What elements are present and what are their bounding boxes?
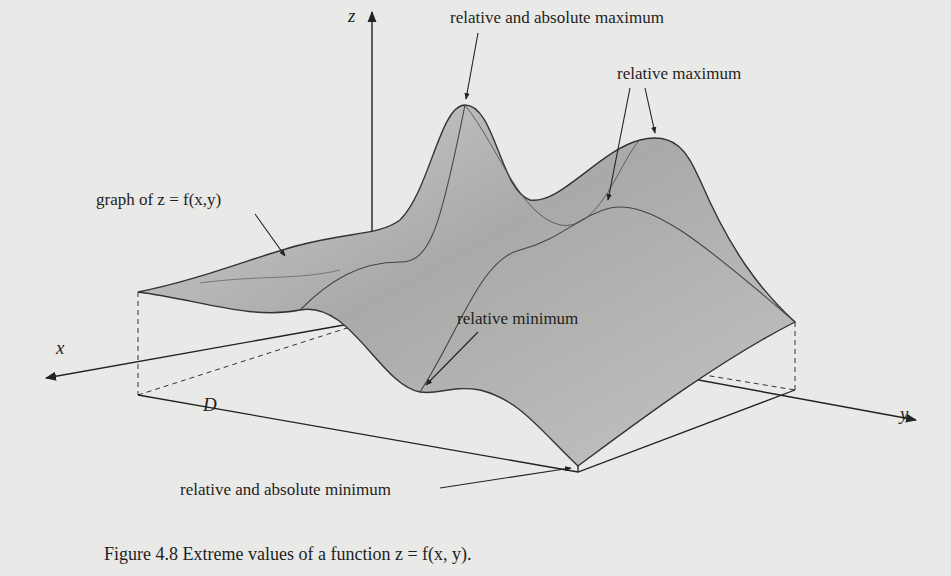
callout-label: graph of z = f(x,y) [96, 190, 221, 210]
axis-label: y [900, 404, 908, 424]
callout-label: relative and absolute minimum [180, 480, 391, 500]
axis-label: x [56, 338, 64, 358]
figure-caption: Figure 4.8 Extreme values of a function … [104, 543, 472, 565]
callout-label: relative maximum [617, 64, 741, 84]
axis-label: z [348, 6, 355, 26]
region-label: D [203, 395, 217, 415]
callout-label: relative minimum [457, 309, 578, 329]
callout-label: relative and absolute maximum [450, 8, 664, 28]
